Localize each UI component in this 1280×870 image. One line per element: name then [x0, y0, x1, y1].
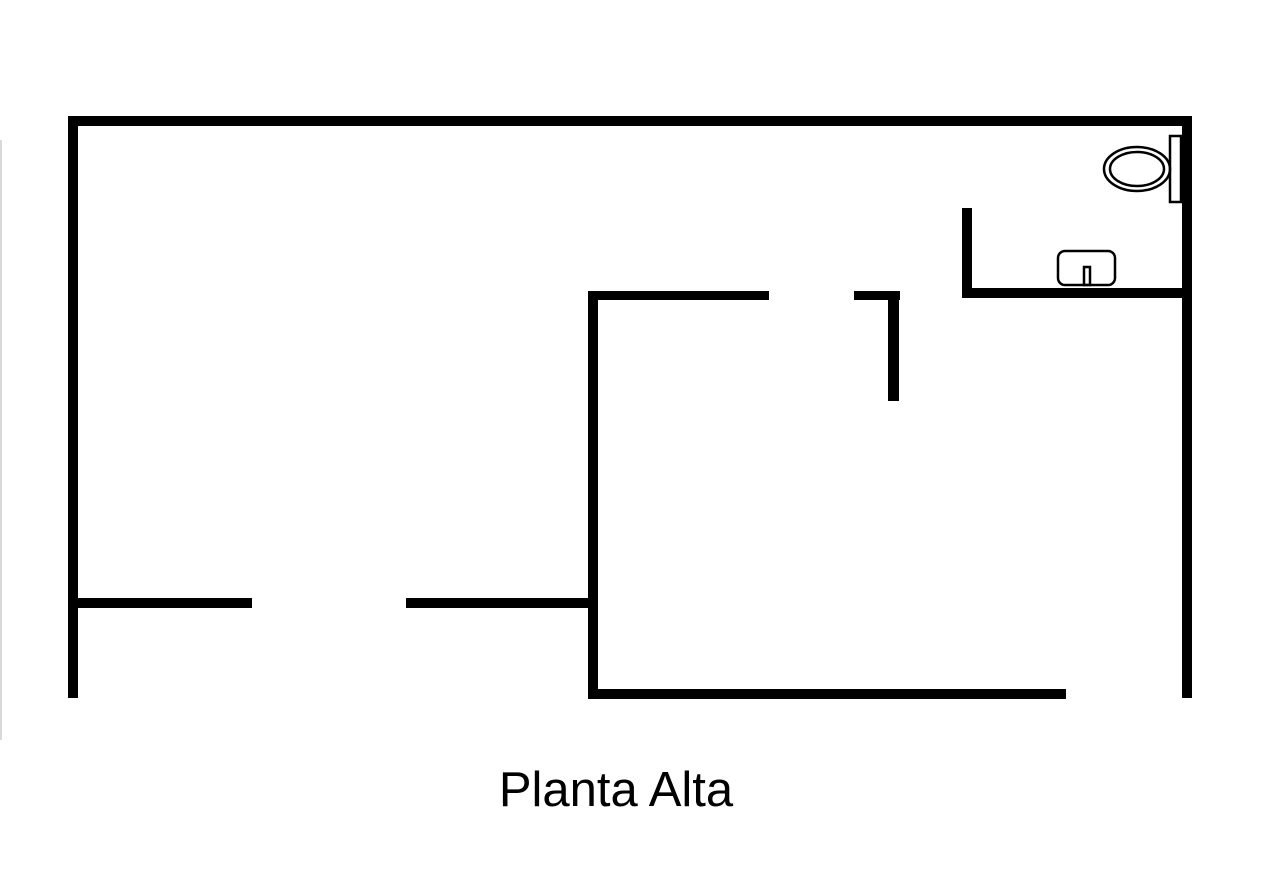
outer-wall-left	[68, 116, 78, 698]
bathroom-wall-bottom	[962, 288, 1192, 298]
room-wall-inner-stub	[888, 291, 899, 401]
room-wall-top-stub	[854, 291, 900, 300]
room-wall-bottom	[588, 689, 1066, 699]
sink-faucet	[1082, 265, 1092, 287]
toilet-tank	[1168, 134, 1183, 204]
walls	[68, 116, 1192, 699]
scan-edge-line	[0, 140, 2, 740]
bathroom-wall-left	[962, 208, 972, 298]
room-wall-left	[588, 291, 598, 698]
partition-wall-right-segment	[406, 598, 596, 608]
sink-icon	[1056, 249, 1117, 287]
toilet-icon	[1102, 134, 1183, 204]
toilet-bowl-inner	[1108, 150, 1166, 188]
outer-wall-right	[1182, 116, 1192, 698]
plan-title: Planta Alta	[498, 763, 734, 817]
outer-wall-top	[68, 116, 1192, 126]
toilet-bowl-outer	[1102, 145, 1172, 193]
room-wall-top-left	[588, 291, 769, 300]
partition-wall-left-segment	[68, 598, 252, 608]
